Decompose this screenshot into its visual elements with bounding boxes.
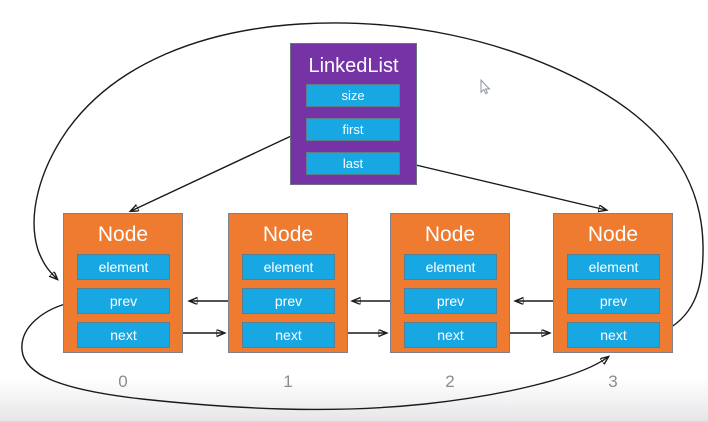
node1-field-prev: prev bbox=[242, 288, 335, 314]
edge-last-to-node3 bbox=[398, 160, 606, 210]
linkedlist-field-last: last bbox=[306, 152, 400, 175]
node-3: Node element prev next bbox=[553, 213, 673, 353]
node1-field-element: element bbox=[242, 254, 335, 280]
linkedlist-field-size: size bbox=[306, 84, 400, 107]
node-2: Node element prev next bbox=[390, 213, 510, 353]
edge-first-to-node0 bbox=[131, 129, 305, 211]
linkedlist-title: LinkedList bbox=[308, 55, 399, 77]
node-1: Node element prev next bbox=[228, 213, 348, 353]
node3-index-label: 3 bbox=[608, 372, 618, 391]
node0-field-element: element bbox=[77, 254, 170, 280]
node-title: Node bbox=[262, 223, 314, 246]
edge-node3-next-wrap-to-node0 bbox=[33, 22, 704, 334]
node-title: Node bbox=[424, 223, 476, 246]
node0-field-next: next bbox=[77, 322, 170, 348]
node-title: Node bbox=[587, 223, 639, 246]
node3-field-element: element bbox=[567, 254, 660, 280]
node2-index-label: 2 bbox=[445, 372, 455, 391]
node2-field-element: element bbox=[404, 254, 497, 280]
node1-field-next: next bbox=[242, 322, 335, 348]
linkedlist-field-first: first bbox=[306, 118, 400, 141]
node0-index-label: 0 bbox=[118, 372, 128, 391]
node2-field-prev: prev bbox=[404, 288, 497, 314]
node3-field-next: next bbox=[567, 322, 660, 348]
node1-index-label: 1 bbox=[283, 372, 293, 391]
node-0: Node element prev next bbox=[63, 213, 183, 353]
node3-field-prev: prev bbox=[567, 288, 660, 314]
node-title: Node bbox=[97, 223, 149, 246]
node0-field-prev: prev bbox=[77, 288, 170, 314]
mouse-pointer-icon bbox=[480, 79, 491, 95]
node2-field-next: next bbox=[404, 322, 497, 348]
linkedlist-box: LinkedList size first last bbox=[290, 43, 417, 185]
